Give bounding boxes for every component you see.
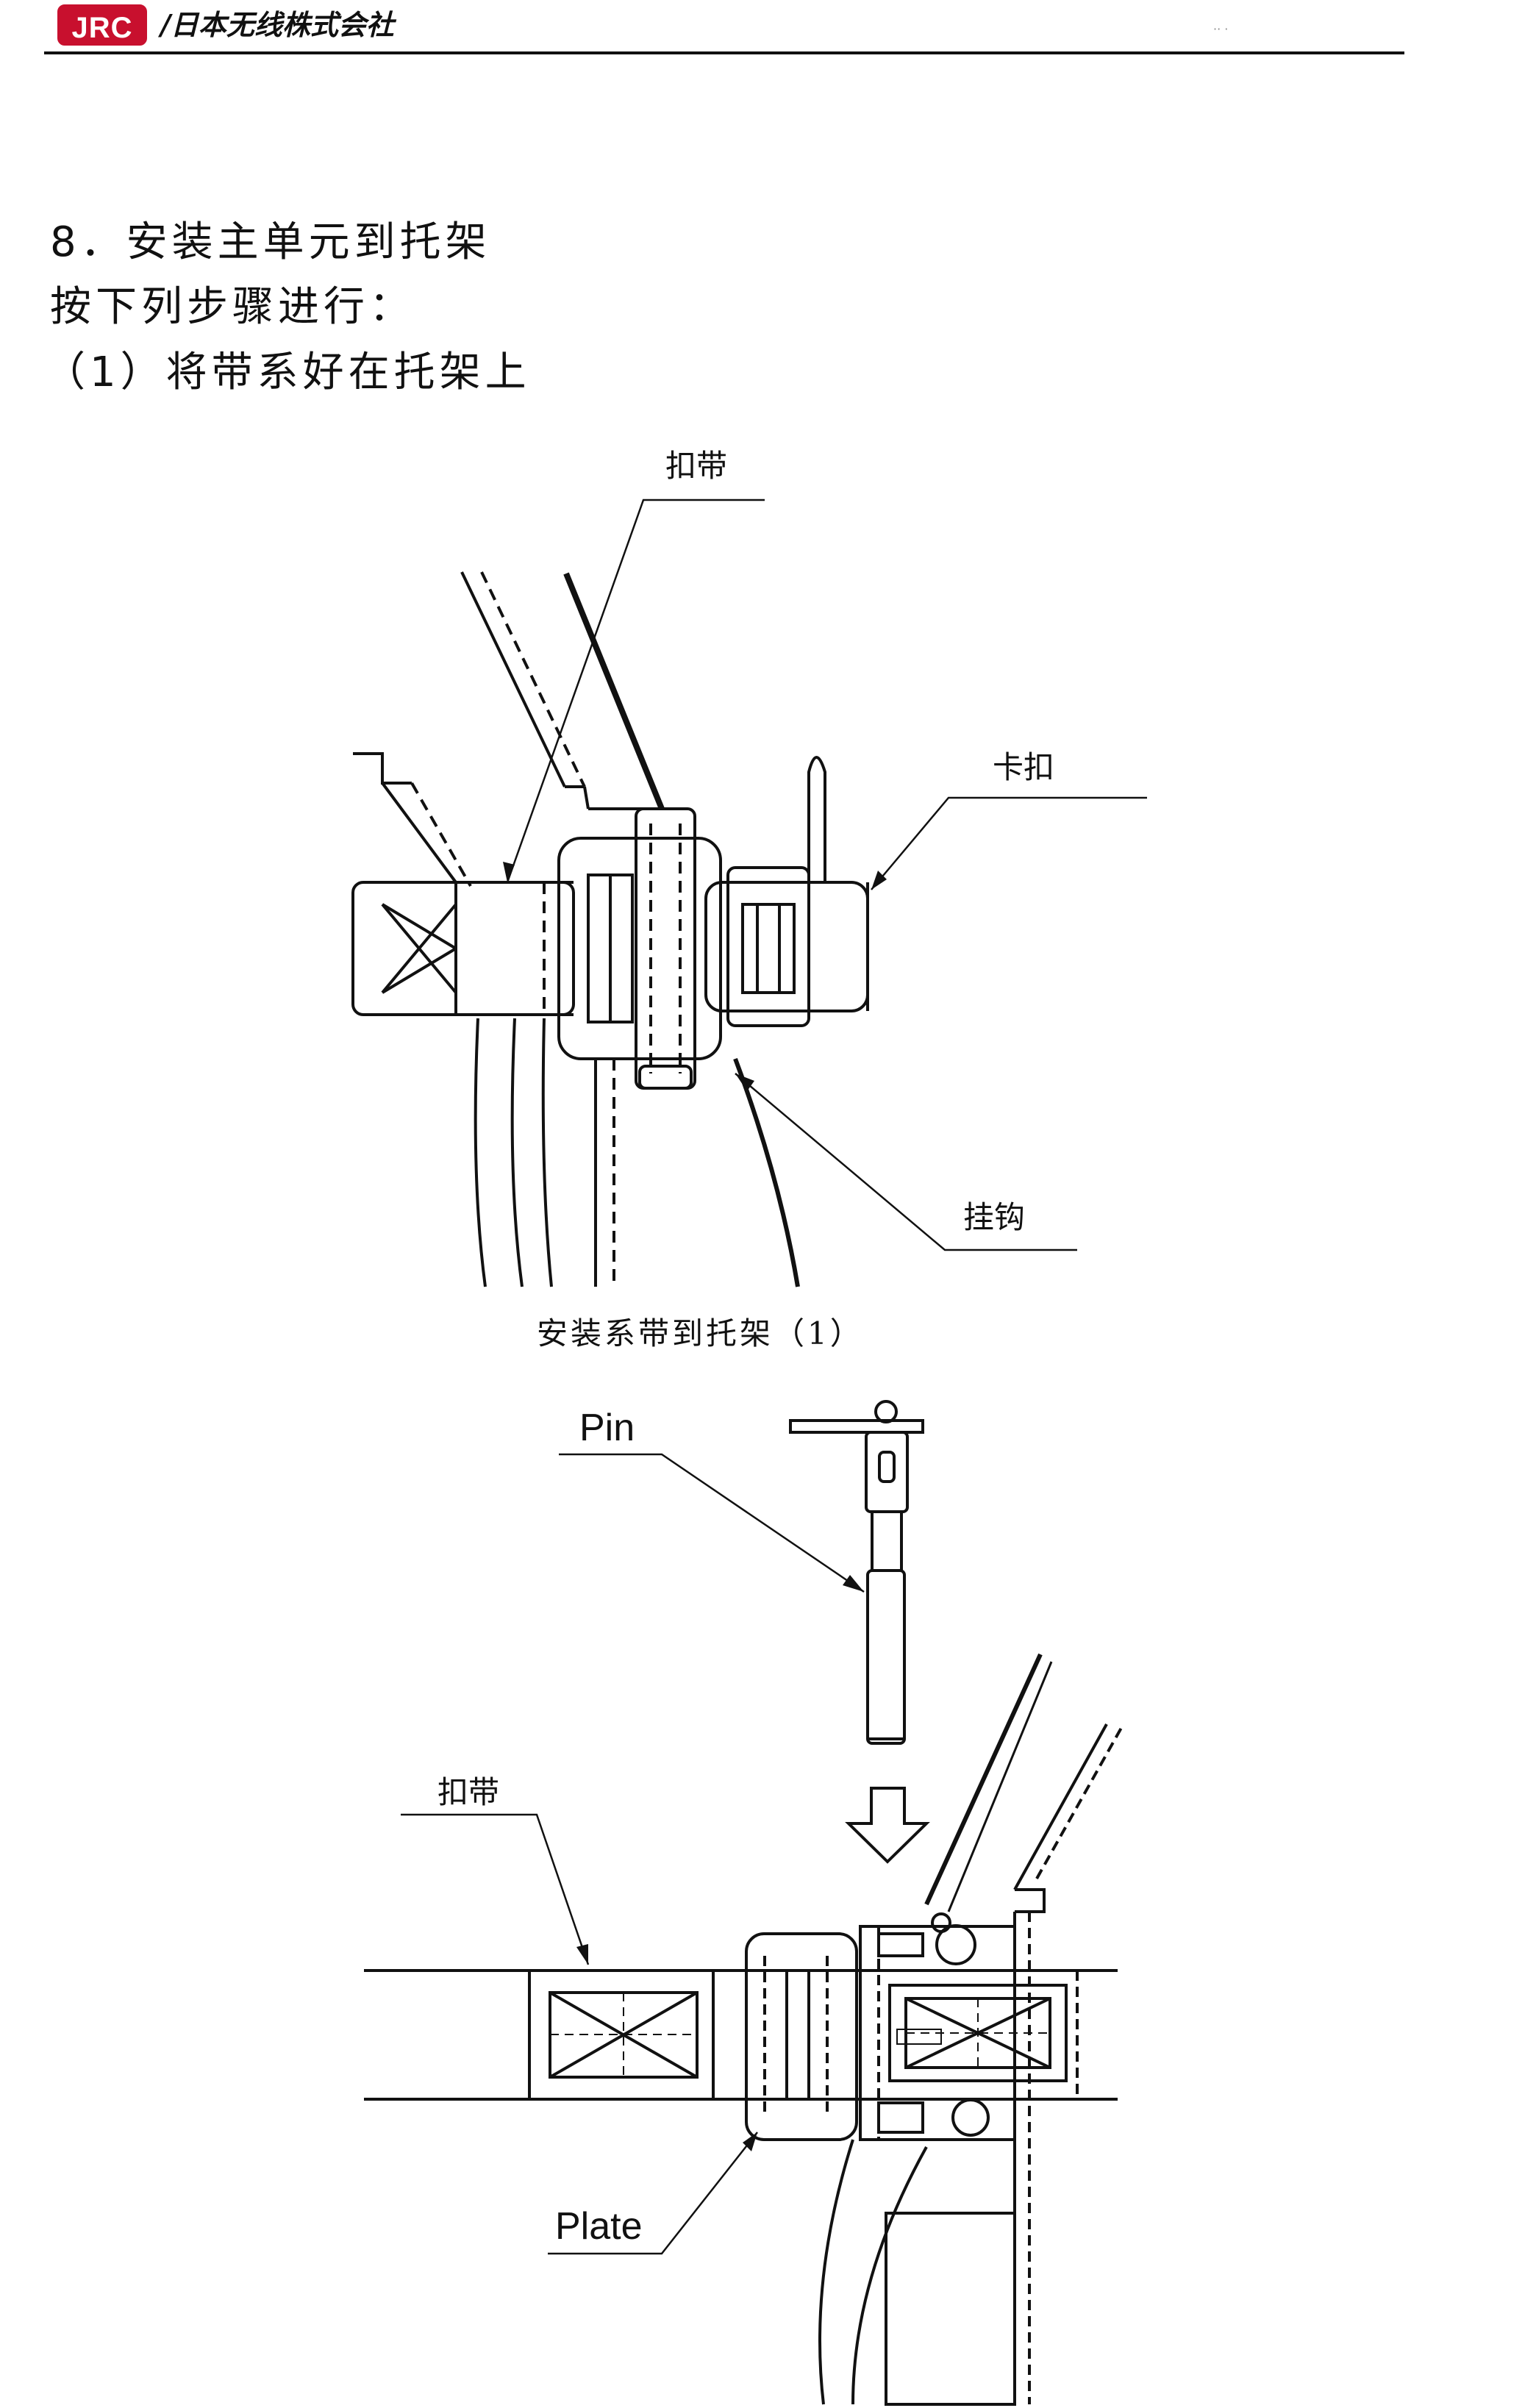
header-divider [44, 51, 1404, 54]
page-header: JRC /日本无线株式会社 ·· · [0, 0, 1536, 59]
strap-label-2: 扣带 [437, 1774, 500, 1810]
buckle-label: 卡扣 [993, 749, 1055, 785]
strap-label: 扣带 [665, 448, 728, 484]
section-heading: 8．安装主单元到托架 [50, 218, 491, 266]
hook-label: 挂钩 [963, 1199, 1026, 1235]
jrc-logo: JRC [57, 4, 147, 46]
step-1-text: （1）将带系好在托架上 [44, 349, 531, 396]
company-name: /日本无线株式会社 [160, 8, 394, 41]
plate-label: Plate [555, 2205, 643, 2248]
figure1-caption: 安装系带到托架（1） [537, 1315, 864, 1351]
header-mark: ·· · [1213, 22, 1229, 36]
intro-text: 按下列步骤进行： [50, 283, 415, 331]
pin-label: Pin [579, 1407, 635, 1449]
